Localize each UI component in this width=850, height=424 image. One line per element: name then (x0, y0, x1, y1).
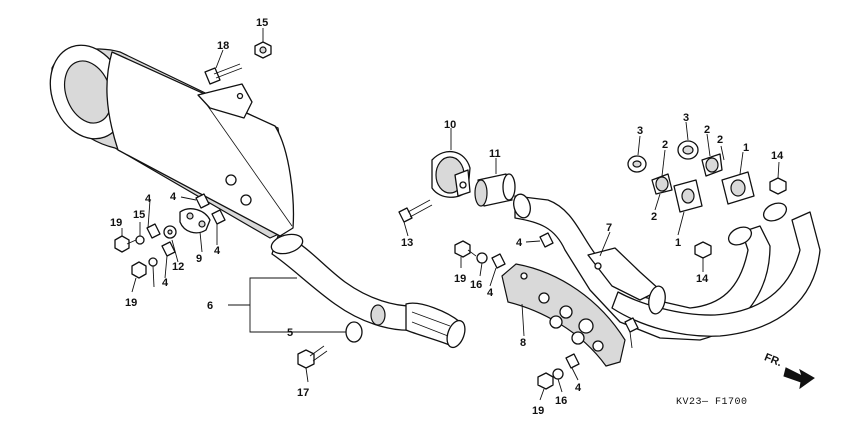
callout-label: 3 (637, 125, 643, 137)
callout-label: 8 (520, 337, 526, 349)
callout-label: 19 (532, 405, 544, 417)
callout-label: 9 (196, 253, 202, 265)
small-hardware-part (114, 193, 226, 279)
callout-label: 11 (489, 148, 501, 160)
callout-label: 1 (675, 237, 681, 249)
callout-label: 19 (110, 217, 122, 229)
exhaust-pipe-part (513, 193, 821, 341)
callout-label: 4 (516, 237, 523, 249)
flange-nut-part (254, 41, 272, 59)
callout-label: 12 (172, 261, 184, 273)
callout-label: 4 (170, 191, 177, 203)
callout-label: 2 (662, 139, 668, 151)
callout-label: 5 (287, 327, 293, 339)
exhaust-gasket-part (627, 140, 699, 173)
leader-lines (121, 28, 780, 401)
exhaust-nut-part (694, 177, 787, 259)
callout-label: 14 (696, 273, 709, 285)
callout-label: 4 (162, 277, 169, 289)
callout-label: 3 (683, 112, 689, 124)
callout-label: 10 (444, 119, 456, 131)
pipe-gasket-part (474, 173, 516, 207)
callout-label: 19 (454, 273, 466, 285)
callout-label: 7 (606, 222, 612, 234)
callout-label: 4 (145, 193, 152, 205)
drawing-code: KV23— F1700 (676, 397, 748, 408)
callout-label: 15 (133, 209, 145, 221)
callout-label: 18 (217, 40, 229, 52)
front-direction-icon (783, 367, 815, 390)
exhaust-collar-part (651, 153, 723, 195)
clamp-bolt-part (398, 199, 433, 223)
callout-label: 4 (214, 245, 221, 257)
heat-shield-part (501, 263, 626, 367)
callout-label: 15 (256, 17, 268, 29)
band-washer-part (345, 321, 363, 343)
callout-label: 13 (401, 237, 413, 249)
callout-label: 14 (771, 150, 784, 162)
callout-label: 4 (487, 287, 494, 299)
callout-label: 2 (717, 134, 723, 146)
muffler-part (49, 44, 295, 239)
joint-clamp-part (431, 150, 471, 198)
callout-label: 1 (743, 142, 749, 154)
callout-label: 2 (651, 211, 657, 223)
connecting-pipe-part (270, 233, 466, 349)
callout-label: 6 (207, 300, 213, 312)
band-bolt-part (297, 345, 328, 369)
callout-label: 16 (555, 395, 567, 407)
callout-label: 17 (297, 387, 309, 399)
callout-labels: 1 1 2 2 2 2 3 3 4 4 4 4 4 4 4 5 6 7 8 9 … (110, 17, 784, 417)
joint-flange-part (673, 171, 755, 213)
callout-label: 16 (470, 279, 482, 291)
callout-label: 4 (575, 382, 582, 394)
shield-hardware-part (454, 232, 639, 390)
front-marker-label: FR. (763, 351, 784, 369)
mounting-bolt-part (204, 63, 243, 85)
callout-label: 19 (125, 297, 137, 309)
callout-label: 2 (704, 124, 710, 136)
